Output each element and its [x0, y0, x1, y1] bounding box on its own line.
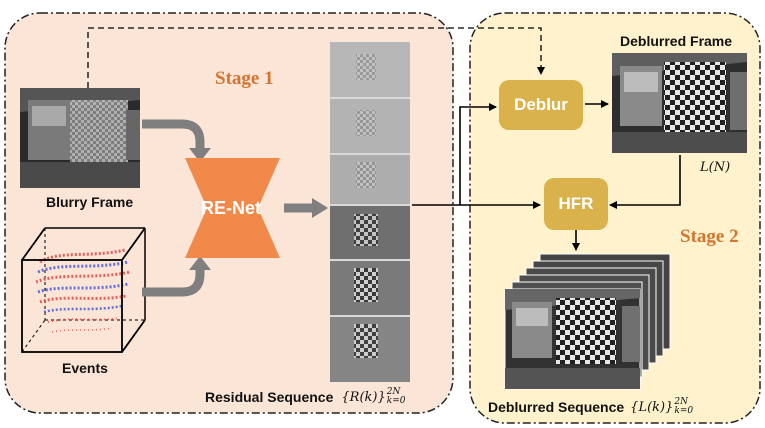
residual-math-sub: k=0 [386, 396, 406, 406]
blurry-to-renet-arrow [142, 119, 205, 150]
blurry-frame-caption: Blurry Frame [46, 194, 134, 210]
events-caption: Events [62, 360, 108, 376]
frame-to-hfr-arrow [609, 155, 681, 209]
events-to-renet-arrow [142, 268, 205, 297]
deblurred-frame-caption: Deblurred Frame [620, 33, 733, 49]
residual-math-body: R(k) [349, 389, 378, 405]
stage1-label: Stage 1 [215, 68, 274, 89]
events-to-renet-arrowhead [189, 256, 211, 270]
residual-math-close: } [377, 389, 386, 405]
hfr-label: HFR [558, 194, 594, 213]
stage2-label: Stage 2 [680, 226, 739, 247]
deblurred-sequence-stack [504, 253, 671, 390]
residual-sequence-strip [330, 42, 410, 382]
deblur-block: Deblur [499, 80, 583, 130]
residual-to-deblur-arrow [459, 103, 497, 205]
deblurred-math-close: } [665, 399, 674, 415]
ln-label: L(N) [700, 160, 731, 175]
deblurred-math-open: { [630, 399, 639, 415]
deblurred-math-sub: k=0 [674, 406, 694, 416]
deblurred-math-body: L(k) [638, 399, 666, 415]
events-cube-image [21, 227, 146, 353]
hfr-block: HFR [544, 178, 608, 230]
renet-label: RE-Net [201, 198, 262, 218]
blurry-frame-image [20, 88, 140, 188]
residual-sequence-text: Residual Sequence [205, 389, 334, 405]
deblurred-sequence-text: Deblurred Sequence [488, 399, 625, 415]
deblurred-math-sup: 2N [674, 397, 688, 407]
deblurred-frame-image [612, 53, 747, 153]
deblur-label: Deblur [514, 95, 568, 114]
blurry-to-deblur-dashed-arrow [87, 27, 545, 88]
blurry-to-renet-arrowhead [189, 148, 211, 162]
renet-block [185, 158, 280, 258]
residual-math-sup: 2N [386, 387, 401, 397]
residual-math-open: { [341, 389, 350, 405]
